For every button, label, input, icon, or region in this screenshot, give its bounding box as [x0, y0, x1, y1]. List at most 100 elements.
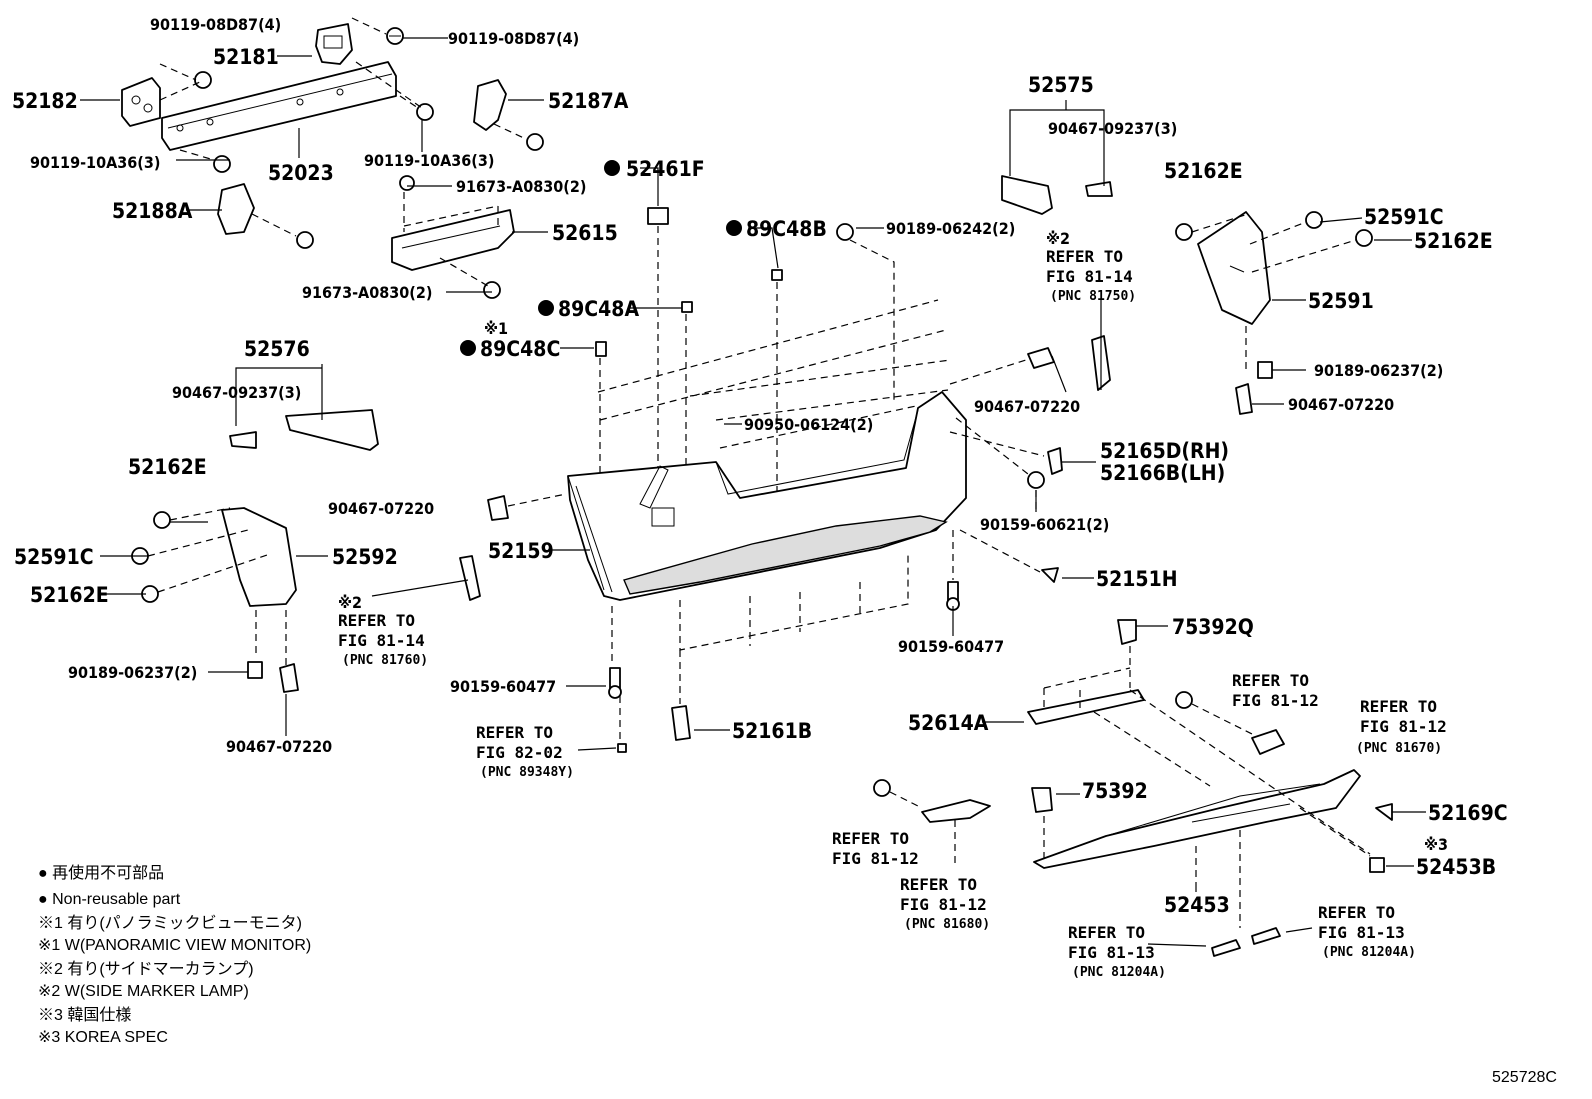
- ref-r2-pnc: (PNC 81760): [342, 653, 428, 668]
- non-reusable-bullet-3: [538, 300, 554, 316]
- part-90467-07220-clip-1: [1027, 347, 1055, 369]
- note-mark-2b: ※2: [338, 593, 362, 612]
- callout-52461f: 52461F: [626, 157, 705, 181]
- ref-r1-pnc: (PNC 81750): [1050, 289, 1136, 304]
- part-90189-06237-clip-b: [247, 661, 263, 679]
- callout-89c48b: 89C48B: [746, 217, 827, 241]
- bolt-icon-7: [399, 175, 415, 191]
- part-89348Y-sensor-clip: [617, 743, 627, 753]
- part-90159-60621-screw: [1027, 471, 1045, 489]
- part-52576-retainer: [285, 409, 379, 451]
- callout-52181: 52181: [213, 45, 279, 69]
- part-89C48C-clip: [595, 341, 607, 357]
- callout-52165d-rh: 52165D(RH): [1100, 439, 1229, 463]
- ref-r2-line2: FIG 81-14: [338, 631, 425, 650]
- part-90159-60477-screw-r: [946, 581, 960, 611]
- part-90189-06242-clip: [836, 223, 854, 241]
- callout-52614a: 52614A: [908, 711, 989, 735]
- part-52591C-nut-a: [1305, 211, 1323, 229]
- part-75392-clip: [1031, 787, 1053, 813]
- part-90467-09237-clip-b: [229, 431, 257, 449]
- note-mark-2a: ※2: [1046, 229, 1070, 248]
- diagram-id: 525728C: [1492, 1069, 1557, 1086]
- ref-r8-line2: FIG 81-13: [1068, 943, 1155, 962]
- callout-52162e-c: 52162E: [128, 455, 207, 479]
- callout-90159-60477-a: 90159-60477: [898, 637, 1004, 656]
- part-52181-bracket: [315, 23, 353, 65]
- part-90467-09237-clip-a: [1085, 181, 1113, 197]
- callout-90189-06237-a: 90189-06237(2): [1314, 361, 1443, 380]
- part-52453B-nut: [1369, 857, 1385, 873]
- part-52023-reinforcement: [161, 61, 397, 151]
- ref-r2-line1: REFER TO: [338, 611, 415, 630]
- part-52453-lower-cover: [1033, 769, 1361, 869]
- part-52162E-clip-c: [153, 511, 171, 529]
- callout-52576: 52576: [244, 337, 310, 361]
- non-reusable-bullet-2: [726, 220, 742, 236]
- callout-52023: 52023: [268, 161, 334, 185]
- part-52162E-clip-b: [1355, 229, 1373, 247]
- callout-89c48c: 89C48C: [480, 337, 560, 361]
- legend-line-3: ※1 有り(パノラミックビューモニタ): [38, 914, 302, 932]
- callout-52159: 52159: [488, 539, 554, 563]
- part-90467-07220-clip-2: [1235, 383, 1253, 415]
- part-52161B-clip: [671, 705, 691, 741]
- part-ref-81204A-reflector-l: [1211, 939, 1241, 957]
- part-52615-bracket: [391, 209, 515, 271]
- callout-52575: 52575: [1028, 73, 1094, 97]
- part-90159-60477-screw-l: [608, 667, 622, 699]
- part-52169C-clip: [1375, 803, 1393, 821]
- callout-52453: 52453: [1164, 893, 1230, 917]
- part-52575-retainer: [1001, 175, 1053, 215]
- callout-90467-07220-a: 90467-07220: [1288, 395, 1394, 414]
- part-side-marker-lh: [459, 555, 481, 601]
- callout-52162e-a: 52162E: [1164, 159, 1243, 183]
- callout-90189-06242: 90189-06242(2): [886, 219, 1015, 238]
- callout-52591c-a: 52591C: [1364, 205, 1444, 229]
- callout-90467-09237-b: 90467-09237(3): [172, 383, 301, 402]
- ref-r9-line2: FIG 81-13: [1318, 923, 1405, 942]
- ref-r4-line2: FIG 81-12: [1232, 691, 1319, 710]
- callout-91673-a0830-a: 91673-A0830(2): [456, 177, 586, 196]
- callout-52162e-b: 52162E: [1414, 229, 1493, 253]
- part-90189-06237-clip-a: [1257, 361, 1273, 379]
- part-52182-bracket: [121, 77, 161, 127]
- legend-line-7: ※3 韓国仕様: [38, 1006, 131, 1024]
- non-reusable-bullet-4: [460, 340, 476, 356]
- ref-r8-pnc: (PNC 81204A): [1072, 965, 1166, 980]
- callout-90159-60477-b: 90159-60477: [450, 677, 556, 696]
- callout-91673-a0830-b: 91673-A0830(2): [302, 283, 432, 302]
- legend: ● 再使用不可部品 ● Non-reusable part ※1 有り(パノラミ…: [38, 864, 311, 1046]
- ref-r1-line1: REFER TO: [1046, 247, 1123, 266]
- callout-52161b: 52161B: [732, 719, 812, 743]
- legend-line-8: ※3 KOREA SPEC: [38, 1029, 168, 1046]
- ref-r9-pnc: (PNC 81204A): [1322, 945, 1416, 960]
- callout-52162e-d: 52162E: [30, 583, 109, 607]
- part-ref-81680-lamp: [921, 799, 991, 823]
- ref-r4-line1: REFER TO: [1232, 671, 1309, 690]
- callout-90467-07220-d: 90467-07220: [226, 737, 332, 756]
- part-52162E-clip-a: [1175, 223, 1193, 241]
- part-52159-bumper-cover: [567, 391, 967, 601]
- note-mark-1: ※1: [484, 319, 508, 338]
- bolt-icon-1: [386, 27, 404, 45]
- legend-line-4: ※1 W(PANORAMIC VIEW MONITOR): [38, 937, 311, 954]
- ref-r5-line2: FIG 81-12: [1360, 717, 1447, 736]
- note-mark-3: ※3: [1424, 835, 1448, 854]
- ref-r3-pnc: (PNC 89348Y): [480, 765, 574, 780]
- legend-line-1: ● 再使用不可部品: [38, 864, 164, 882]
- part-ref-81-12-bulb-b: [873, 779, 891, 797]
- legend-line-6: ※2 W(SIDE MARKER LAMP): [38, 983, 249, 1000]
- callout-90189-06237-b: 90189-06237(2): [68, 663, 197, 682]
- bolt-icon-5: [526, 133, 544, 151]
- bolt-icon-4: [213, 155, 231, 173]
- bolt-icon-3: [416, 103, 434, 121]
- part-89C48A-clip: [681, 301, 693, 313]
- callout-75392: 75392: [1082, 779, 1148, 803]
- callout-52182: 52182: [12, 89, 78, 113]
- callout-52592: 52592: [332, 545, 398, 569]
- ref-r6-line2: FIG 81-12: [832, 849, 919, 868]
- callout-52187a: 52187A: [548, 89, 629, 113]
